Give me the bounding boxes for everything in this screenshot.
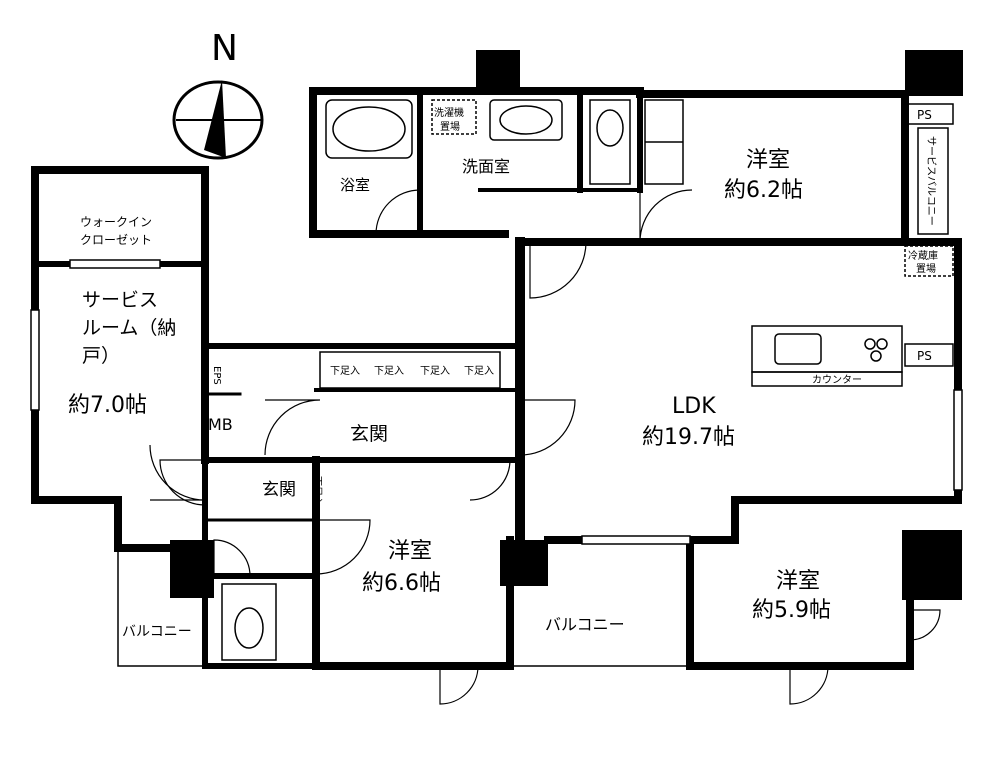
compass: N	[172, 28, 264, 160]
label-shoe-5: 下足入	[311, 476, 323, 506]
label-walk-in-2: クローゼット	[80, 233, 152, 247]
label-shoe-1: 下足入	[330, 365, 360, 377]
label-ldk-name: LDK	[672, 394, 716, 419]
label-laundry-2: 置場	[440, 120, 460, 133]
compass-north-label: N	[211, 28, 238, 69]
doors	[149, 189, 941, 705]
balcony-left-rail	[117, 547, 206, 667]
washbasin-bowl	[499, 105, 553, 135]
column-top-right	[905, 50, 963, 96]
label-western-3-size: 約5.9帖	[752, 598, 831, 623]
label-ldk-size: 約19.7帖	[642, 425, 735, 450]
windows	[30, 259, 963, 545]
stove-burner-3	[870, 350, 882, 362]
stove-burner-2	[876, 338, 888, 350]
label-western-2-name: 洋室	[388, 539, 432, 564]
stove-burner-1	[864, 338, 876, 350]
toilet-top-bowl	[596, 109, 624, 147]
label-service-room-size: 約7.0帖	[68, 393, 147, 418]
label-ps-kitchen: PS	[917, 349, 932, 363]
label-fridge-2: 置場	[916, 262, 936, 275]
window-closet	[69, 259, 161, 269]
label-western-2-size: 約6.6帖	[362, 571, 441, 596]
window-service-room	[30, 309, 40, 411]
label-service-balcony: サービスバルコニー	[925, 136, 937, 226]
column-bottom-right	[902, 530, 962, 600]
label-eps: EPS	[211, 366, 222, 385]
kitchen-sink	[774, 333, 822, 365]
door-entrance	[264, 399, 321, 456]
label-service-room-2: ルーム（納	[82, 317, 176, 339]
label-shoe-2: 下足入	[374, 365, 404, 377]
window-ldk-right	[953, 389, 963, 491]
window-balcony	[581, 535, 691, 545]
label-western-1-name: 洋室	[746, 148, 790, 173]
walls	[31, 50, 963, 670]
label-shoe-3: 下足入	[420, 365, 450, 377]
wall-right	[544, 238, 962, 544]
door-closet	[149, 444, 206, 501]
door-western-3-bottom	[789, 665, 829, 705]
fixtures	[221, 99, 954, 661]
door-corridor	[469, 459, 511, 501]
door-bath	[375, 189, 421, 235]
counter-bar	[751, 371, 903, 387]
label-shoe-4: 下足入	[464, 365, 494, 377]
door-western-2	[315, 519, 371, 575]
balcony-center-rail	[509, 585, 691, 667]
label-washroom: 洗面室	[462, 157, 510, 176]
label-service-room-1: サービス	[82, 289, 158, 311]
bathtub	[325, 99, 413, 159]
column-top-center	[476, 50, 520, 92]
label-service-room-3: 戸）	[82, 345, 120, 367]
toilet-top-box	[589, 99, 631, 185]
bathtub-basin	[332, 106, 406, 152]
fridge-box	[904, 245, 954, 277]
toilet-bottom-box	[221, 583, 277, 661]
door-western-1	[639, 189, 693, 243]
label-balcony-left: バルコニー	[122, 624, 192, 640]
label-laundry-1: 洗濯機	[434, 106, 464, 119]
door-toilet-bottom	[213, 539, 251, 577]
laundry-area	[431, 99, 477, 135]
door-western-2-bottom	[439, 665, 479, 705]
label-balcony-center: バルコニー	[545, 615, 625, 634]
wall-western-3	[686, 536, 914, 670]
door-ldk	[519, 399, 576, 456]
label-entrance: 玄関	[262, 480, 296, 500]
label-bath: 浴室	[340, 176, 370, 194]
door-washroom	[529, 241, 587, 299]
door-service-room	[159, 459, 206, 506]
labels: 浴室 洗面室 洗濯機 置場 洋室 約6.2帖 ウォークイン クローゼット サービ…	[68, 106, 938, 640]
label-western-1-size: 約6.2帖	[724, 178, 803, 203]
wall-top-block	[309, 87, 909, 246]
label-fridge-1: 冷蔵庫	[908, 249, 938, 262]
compass-needle	[204, 80, 226, 158]
service-balcony-box	[917, 127, 949, 235]
ps-kitchen-box	[904, 343, 954, 367]
label-counter: カウンター	[812, 374, 862, 386]
label-walk-in-1: ウォークイン	[80, 215, 152, 229]
shoe-cabinet	[319, 351, 501, 389]
wall-corridor	[202, 343, 523, 463]
toilet-bottom-bowl	[234, 607, 264, 649]
door-western-3-side	[909, 609, 941, 641]
label-western-3-name: 洋室	[776, 569, 820, 594]
washbasin-counter	[489, 99, 563, 141]
ps-top-box	[904, 103, 954, 125]
label-mb: MB	[208, 415, 233, 434]
label-entrance-hall: 玄関	[350, 423, 388, 445]
label-ps-top: PS	[917, 108, 932, 122]
